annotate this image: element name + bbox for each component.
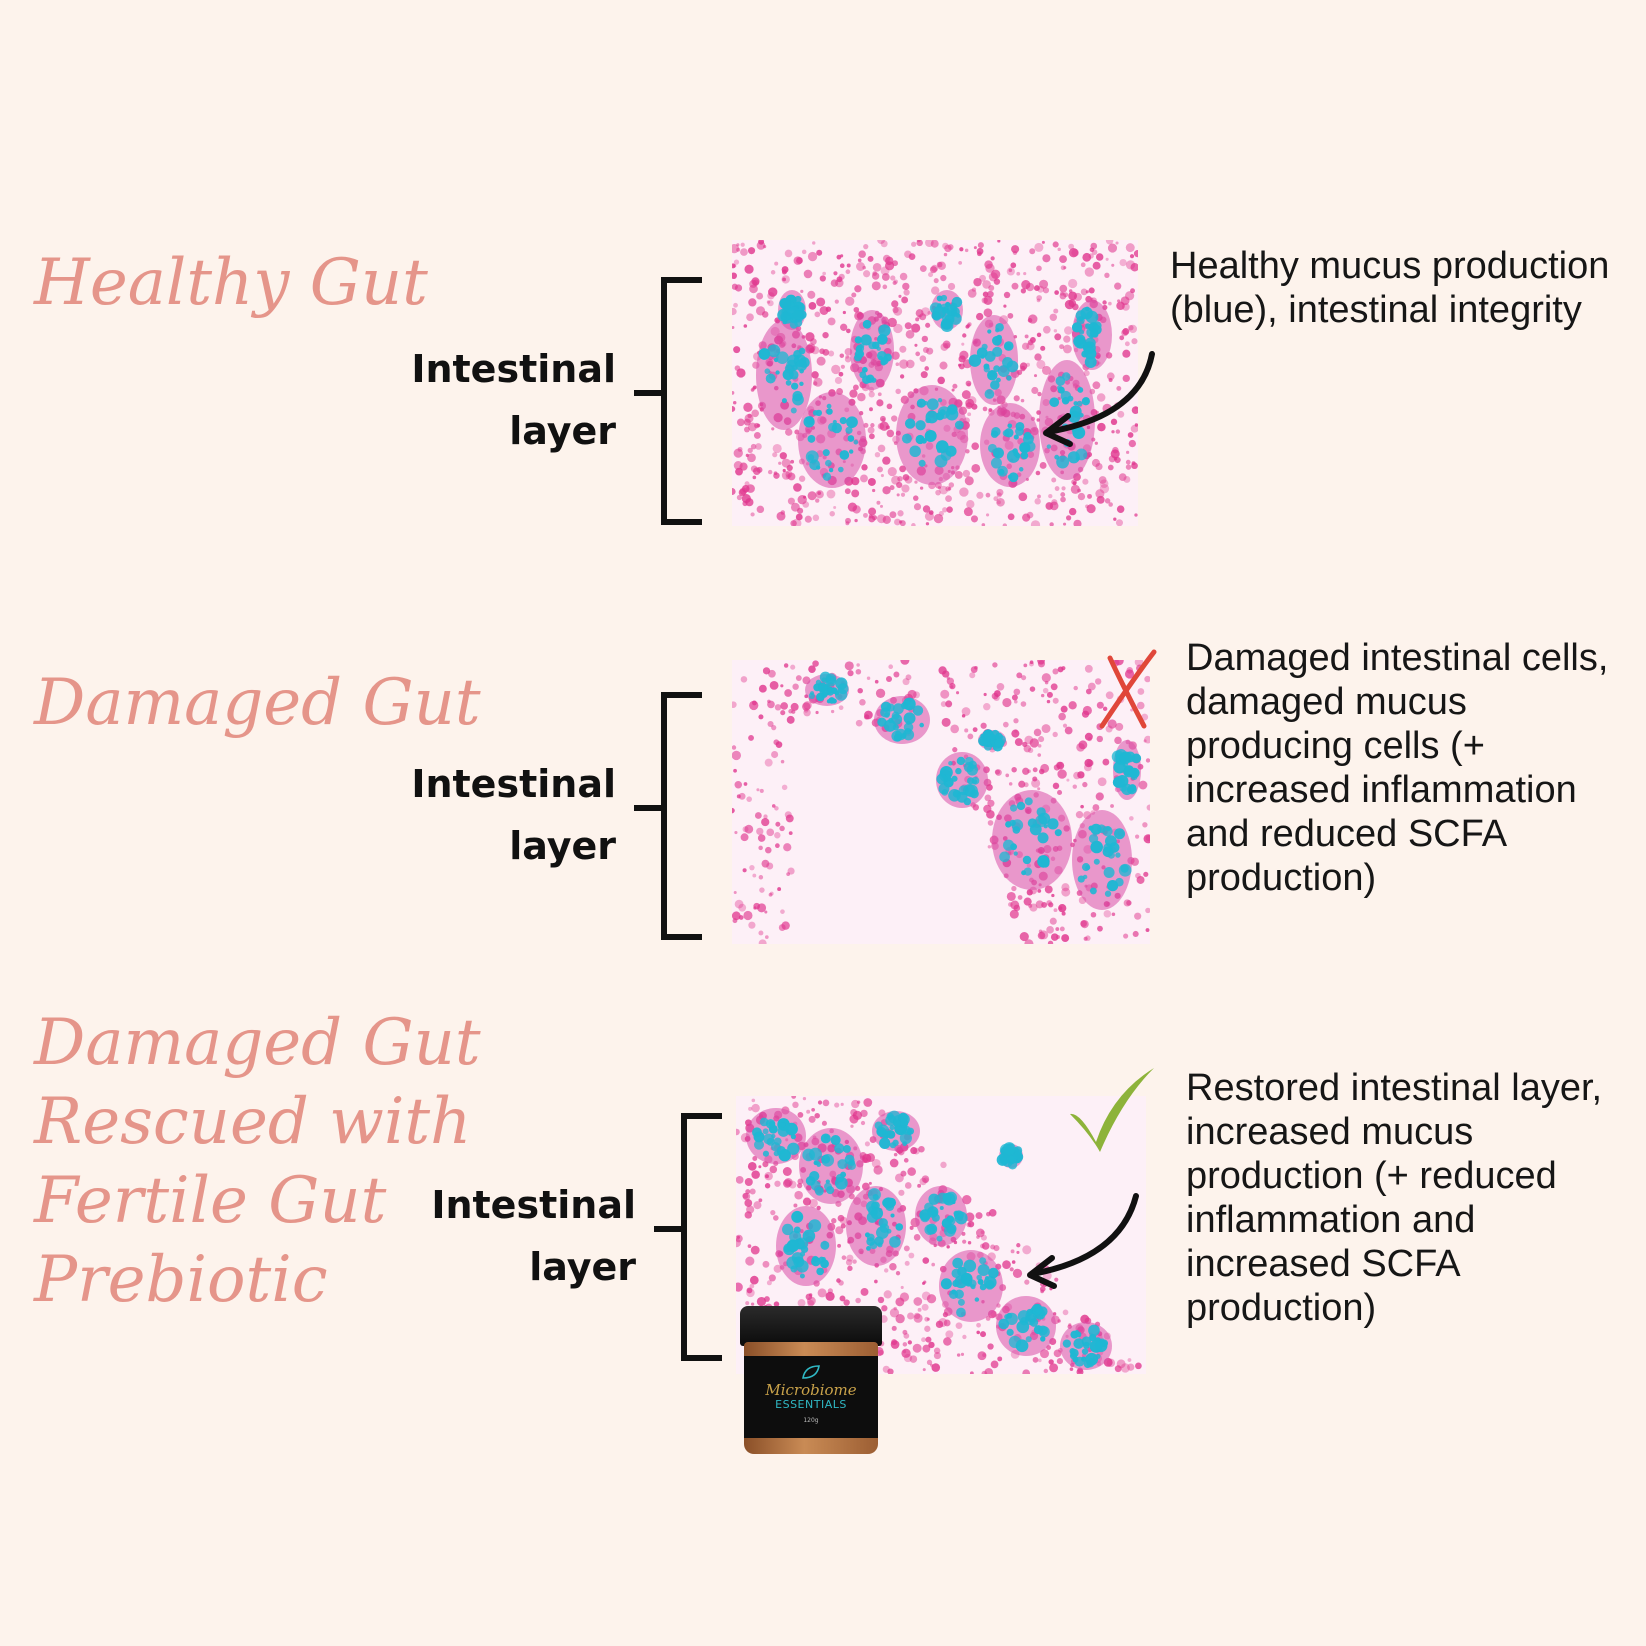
micrograph-damaged bbox=[732, 660, 1150, 944]
product-weight: 120g bbox=[803, 1417, 819, 1424]
section-description: Healthy mucus production (blue), intesti… bbox=[1170, 245, 1610, 331]
micrograph-healthy bbox=[732, 240, 1138, 526]
jar-body: Microbiome ESSENTIALS 120g bbox=[744, 1342, 878, 1454]
leaf-icon bbox=[802, 1365, 820, 1379]
layer-label: Intestinal layer bbox=[411, 762, 616, 868]
arrow-icon bbox=[1043, 351, 1155, 447]
section-title: Damaged Gut bbox=[34, 666, 481, 740]
layer-label: Intestinal layer bbox=[431, 1183, 636, 1289]
cross-icon bbox=[1099, 649, 1157, 729]
arrow-icon bbox=[1027, 1193, 1139, 1289]
jar-label: Microbiome ESSENTIALS 120g bbox=[744, 1356, 878, 1438]
section-title: Damaged Gut Rescued with Fertile Gut Pre… bbox=[34, 1006, 481, 1317]
layer-label: Intestinal layer bbox=[411, 347, 616, 453]
bracket-icon bbox=[654, 1113, 722, 1361]
product-brand: Microbiome bbox=[765, 1381, 857, 1399]
section-title: Healthy Gut bbox=[34, 246, 428, 320]
section-description: Restored intestinal layer, increased muc… bbox=[1186, 1067, 1603, 1329]
jar-lid bbox=[740, 1306, 882, 1346]
bracket-icon bbox=[634, 277, 702, 525]
checkmark-icon bbox=[1070, 1068, 1154, 1152]
product-sub: ESSENTIALS bbox=[775, 1398, 847, 1411]
section-description: Damaged intestinal cells, damaged mucus … bbox=[1186, 637, 1609, 899]
product-jar: Microbiome ESSENTIALS 120g bbox=[740, 1306, 882, 1456]
bracket-icon bbox=[634, 692, 702, 940]
